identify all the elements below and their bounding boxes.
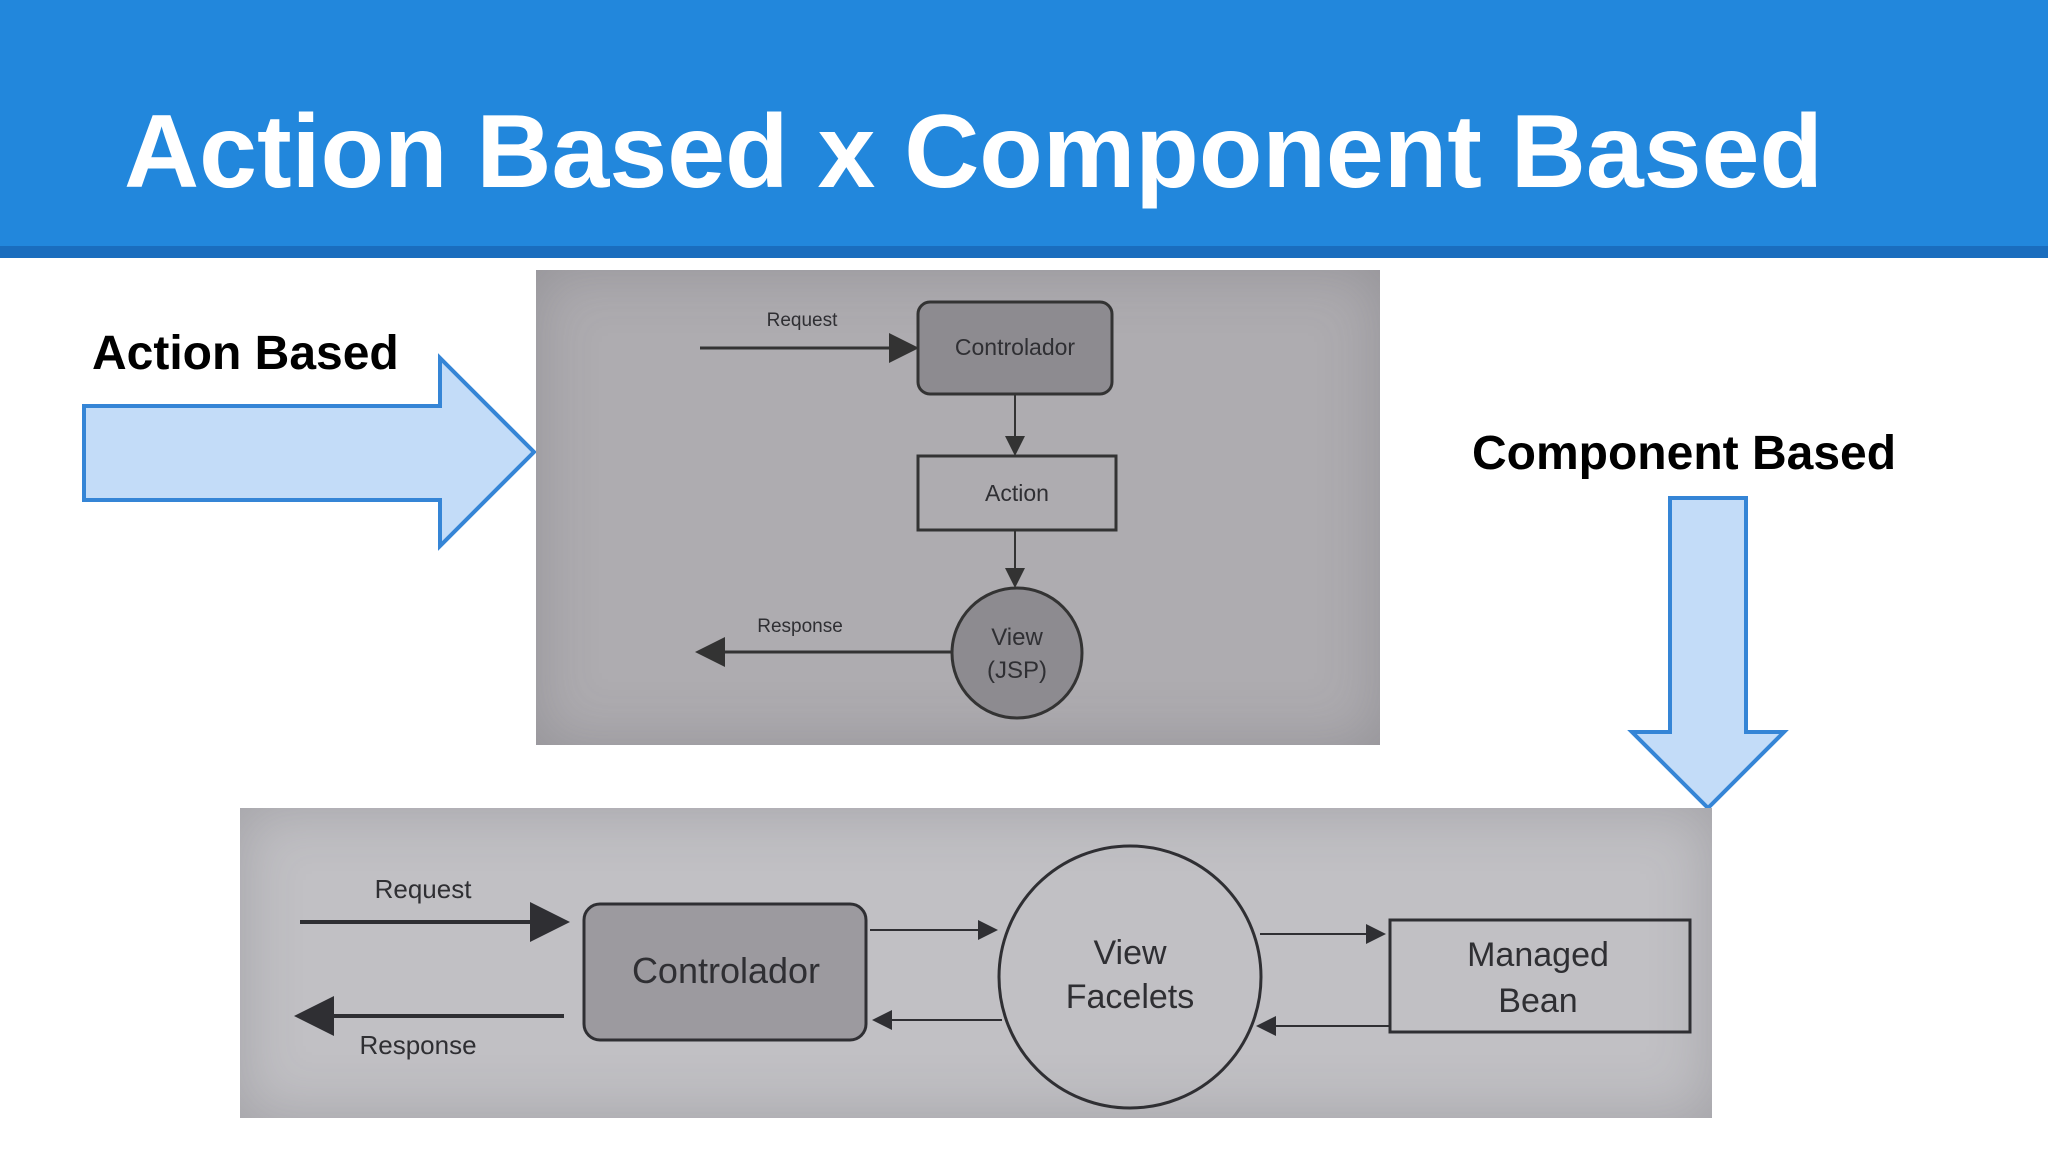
managed-bean-box bbox=[1388, 918, 1692, 1034]
view-label-line2: (JSP) bbox=[987, 657, 1047, 684]
right-arrow-icon bbox=[82, 353, 537, 551]
view-label-line2: Facelets bbox=[1066, 978, 1195, 1016]
component-based-label: Component Based bbox=[1472, 427, 1897, 480]
response-label: Response bbox=[359, 1030, 476, 1060]
bean-label-line2: Bean bbox=[1498, 982, 1577, 1020]
slide-title: Action Based x Component Based bbox=[124, 94, 1823, 210]
action-box bbox=[916, 454, 1118, 532]
request-label: Request bbox=[375, 874, 473, 904]
title-bar-rule bbox=[0, 246, 2048, 258]
view-label-line1: View bbox=[991, 624, 1043, 651]
action-based-diagram: Request Controlador Action View (JSP) Re… bbox=[536, 270, 1380, 745]
action-based-label: Action Based bbox=[92, 327, 399, 380]
component-diagram-svg: Request Response Controlador View Facele… bbox=[294, 844, 1692, 1110]
title-bar bbox=[0, 0, 2048, 246]
component-based-diagram: Request Response Controlador View Facele… bbox=[240, 808, 1712, 1118]
down-arrow-icon bbox=[1627, 496, 1789, 811]
request-label: Request bbox=[767, 310, 838, 331]
view-label-line1: View bbox=[1093, 934, 1167, 972]
response-label: Response bbox=[757, 616, 843, 637]
action-diagram-svg: Request Controlador Action View (JSP) Re… bbox=[695, 300, 1118, 720]
controller-label: Controlador bbox=[955, 334, 1076, 360]
view-circle bbox=[950, 586, 1084, 720]
action-label: Action bbox=[985, 480, 1049, 506]
controller-box bbox=[582, 902, 868, 1042]
controller-label: Controlador bbox=[632, 950, 820, 991]
bean-label-line1: Managed bbox=[1467, 936, 1609, 974]
view-facelets-circle bbox=[997, 844, 1263, 1110]
